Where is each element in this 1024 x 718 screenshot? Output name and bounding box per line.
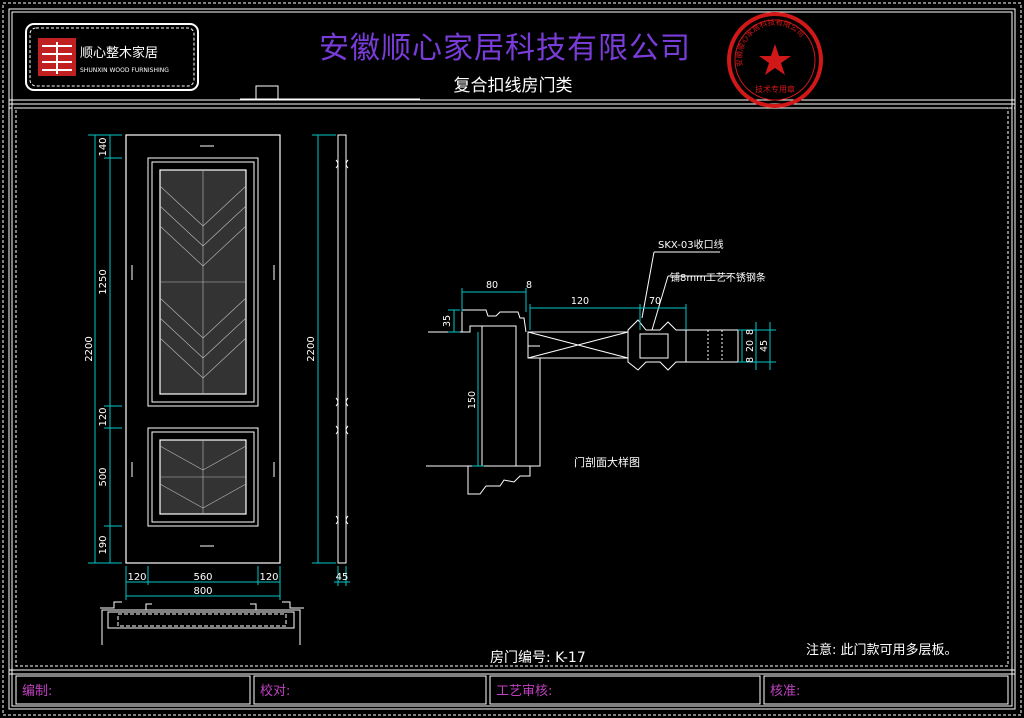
dim-35: 35 — [442, 315, 453, 327]
logo-name: 顺心整木家居 — [80, 45, 158, 61]
door-number: 房门编号: K-17 — [490, 650, 586, 666]
dim-left-3: 120 — [98, 407, 109, 426]
door-plan-section — [100, 601, 304, 645]
dim-20: 20 — [745, 340, 756, 352]
lower-panel-hatch — [159, 440, 247, 514]
footer-label-checked: 校对: — [260, 683, 290, 699]
left-dimension-lines — [88, 134, 122, 564]
dim-total-height: 2200 — [84, 336, 95, 361]
section-caption: 门剖面大样图 — [574, 455, 640, 469]
footer-label-process-review: 工艺审核: — [496, 684, 552, 699]
dim-bottom-1: 120 — [127, 572, 146, 583]
dim-80: 80 — [486, 280, 498, 291]
seal-bottom-text: 技术专用章 — [755, 84, 795, 94]
dim-8-top: 8 — [526, 280, 532, 291]
upper-panel-hatch — [159, 170, 247, 394]
dim-thickness: 45 — [336, 572, 349, 583]
dim-width: 800 — [193, 586, 212, 597]
footer-label-prepared: 编制: — [22, 684, 52, 699]
dim-side-height: 2200 — [306, 336, 317, 361]
callout-trim-line: SKX-03收口线 — [658, 238, 724, 251]
footer-boxes — [15, 675, 1009, 705]
dim-150: 150 — [467, 391, 478, 409]
callout-leaders — [641, 251, 730, 331]
door-side-view: 2200 45 — [306, 134, 350, 586]
section-detail — [426, 309, 739, 495]
section-dimension-lines — [448, 288, 776, 467]
dim-left-1: 140 — [98, 137, 109, 156]
dim-120: 120 — [571, 296, 589, 307]
door-elevation — [125, 134, 281, 564]
dim-left-5: 190 — [98, 535, 109, 554]
company-seal: 安徽顺心家居科技有限公司 技术专用章 — [727, 12, 823, 108]
dim-left-4: 500 — [98, 467, 109, 486]
dim-left-2: 1250 — [98, 269, 109, 294]
logo-sub: SHUNXIN WOOD FURNISHING — [80, 67, 169, 74]
company-logo: 顺心整木家居 SHUNXIN WOOD FURNISHING — [25, 23, 199, 91]
bottom-dimension-lines — [125, 566, 281, 600]
callout-steel-strip: 铺8mm工艺不锈钢条 — [670, 271, 766, 284]
title-leader — [240, 85, 420, 100]
dim-8-right-top: 8 — [745, 329, 756, 335]
dim-45: 45 — [759, 340, 770, 352]
seal-star-icon — [759, 44, 791, 75]
dim-bottom-3: 120 — [259, 572, 278, 583]
logo-mark-icon — [38, 38, 76, 76]
hinge-marks — [131, 145, 275, 547]
dim-bottom-2: 560 — [193, 572, 212, 583]
usage-note: 注意: 此门款可用多层板。 — [806, 642, 958, 658]
company-title: 安徽顺心家居科技有限公司 — [319, 31, 691, 66]
footer-label-approved: 核准: — [770, 684, 800, 699]
drawing-subtitle: 复合扣线房门类 — [454, 76, 573, 96]
dim-70: 70 — [649, 296, 661, 307]
dim-8-right-bottom: 8 — [745, 357, 756, 363]
